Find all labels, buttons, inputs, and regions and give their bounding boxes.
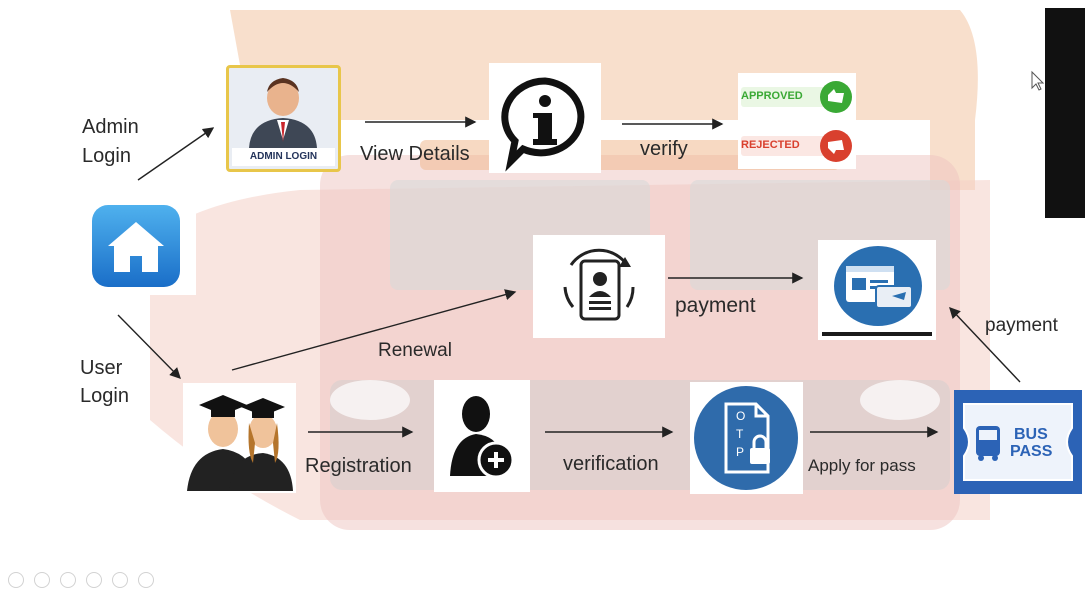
registration-tile bbox=[434, 380, 530, 492]
add-user-icon bbox=[450, 396, 515, 479]
verification-label: verification bbox=[563, 453, 659, 475]
payment-label-center: payment bbox=[675, 294, 756, 317]
admin-login-icon bbox=[249, 78, 317, 148]
arrow-user-to-renewal bbox=[231, 289, 517, 371]
approval-status-tile: APPROVED REJECTED bbox=[738, 73, 856, 169]
bus-pass-icon bbox=[963, 403, 1073, 481]
registration-label: Registration bbox=[305, 455, 412, 477]
user-login-label: User Login bbox=[80, 357, 129, 407]
arrow-home-to-user bbox=[117, 314, 181, 379]
graduates-tile bbox=[183, 383, 296, 493]
apply-for-pass-label: Apply for pass bbox=[808, 456, 916, 475]
arrow-buspass-to-payment bbox=[949, 306, 1021, 383]
info-tile bbox=[489, 63, 601, 173]
approved-thumb-icon bbox=[741, 81, 852, 113]
bus-pass-text-pass: PASS bbox=[1010, 443, 1053, 460]
admin-login-tile: ADMIN LOGIN bbox=[226, 65, 341, 172]
admin-login-label: Admin Login bbox=[82, 116, 139, 167]
bus-pass-tile: BUS PASS bbox=[954, 390, 1082, 494]
cursor-icon bbox=[1031, 70, 1045, 91]
otp-document-icon bbox=[694, 386, 798, 490]
approved-text: APPROVED bbox=[741, 90, 803, 102]
payment-tile bbox=[818, 240, 936, 340]
arrow-home-to-admin bbox=[137, 127, 215, 181]
verify-label: verify bbox=[640, 138, 688, 160]
bus-pass-text-bus: BUS bbox=[1014, 426, 1048, 443]
slide-toolbar bbox=[8, 572, 164, 593]
home-icon bbox=[92, 205, 180, 287]
otp-letter-t: T bbox=[736, 427, 744, 441]
info-icon bbox=[501, 77, 585, 172]
admin-login-badge: ADMIN LOGIN bbox=[232, 148, 335, 166]
dark-side-panel bbox=[1045, 8, 1085, 218]
renewal-label: Renewal bbox=[378, 340, 452, 361]
otp-tile: O T P bbox=[690, 382, 803, 494]
graduates-icon bbox=[187, 395, 293, 491]
rejected-thumb-icon bbox=[741, 130, 852, 162]
renewal-tile bbox=[533, 235, 665, 338]
otp-letter-p: P bbox=[736, 445, 745, 459]
view-details-label: View Details bbox=[360, 143, 470, 165]
home-tile bbox=[88, 200, 196, 295]
rejected-text: REJECTED bbox=[741, 139, 800, 151]
payment-label-right: payment bbox=[985, 315, 1058, 336]
otp-letter-o: O bbox=[736, 409, 746, 423]
payment-card-icon bbox=[822, 246, 932, 336]
renewal-id-card-icon bbox=[563, 248, 635, 321]
